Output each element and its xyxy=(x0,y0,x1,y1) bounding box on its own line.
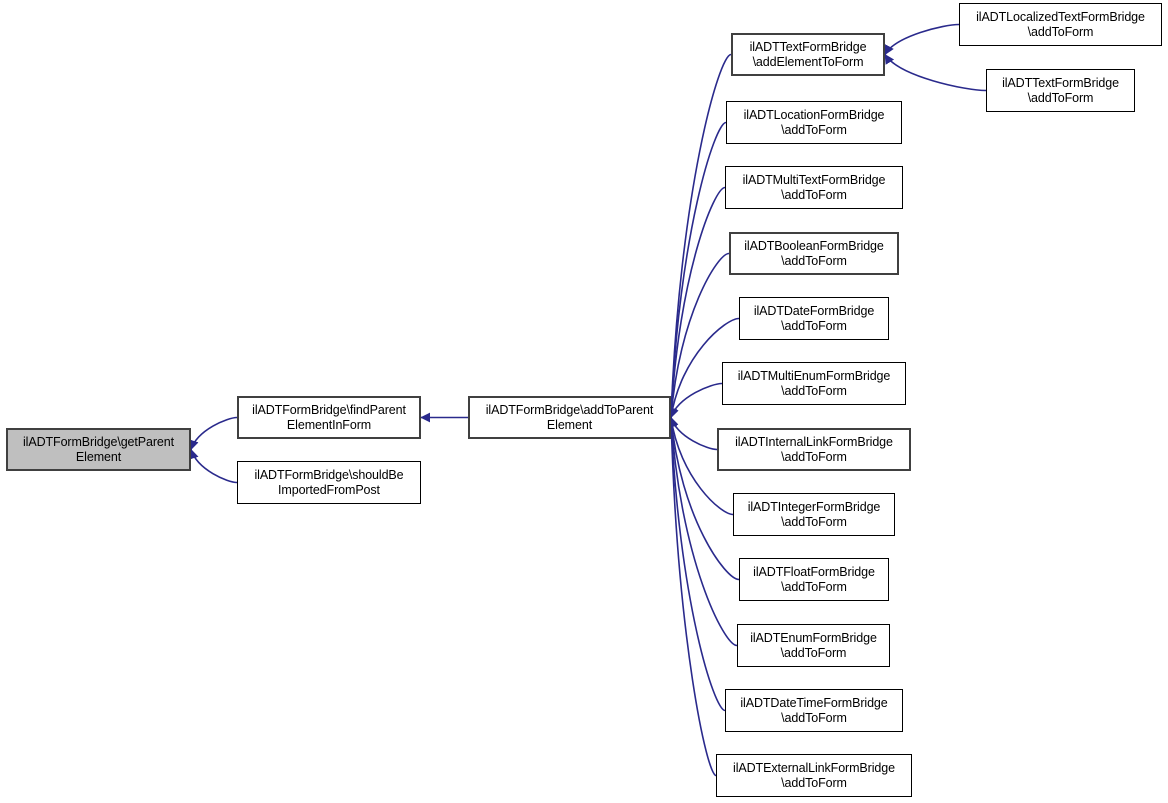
graph-node-boolean-add-to-form[interactable]: ilADTBooleanFormBridge \addToForm xyxy=(729,232,899,275)
graph-node-label: ilADTExternalLinkFormBridge \addToForm xyxy=(733,760,895,790)
graph-node-label: ilADTTextFormBridge \addElementToForm xyxy=(749,39,867,69)
graph-node-find-parent-element-in-form[interactable]: ilADTFormBridge\findParent ElementInForm xyxy=(237,396,421,439)
graph-node-label: ilADTMultiEnumFormBridge \addToForm xyxy=(737,368,891,398)
graph-node-label: ilADTLocationFormBridge \addToForm xyxy=(743,107,885,137)
graph-node-add-to-parent-element[interactable]: ilADTFormBridge\addToParent Element xyxy=(468,396,671,439)
edge-boolean-add-to-form-to-add-to-parent-element xyxy=(666,252,730,419)
graph-node-get-parent-element[interactable]: ilADTFormBridge\getParent Element xyxy=(6,428,191,471)
graph-node-label: ilADTFormBridge\shouldBe ImportedFromPos… xyxy=(254,467,404,497)
graph-node-float-add-to-form[interactable]: ilADTFloatFormBridge \addToForm xyxy=(739,558,889,601)
graph-node-label: ilADTFormBridge\getParent Element xyxy=(22,434,175,464)
graph-node-label: ilADTLocalizedTextFormBridge \addToForm xyxy=(976,9,1145,39)
edge-internallink-add-to-form-to-add-to-parent-element xyxy=(669,416,718,451)
edge-localizedtext-add-to-form-to-text-add-element-to-form xyxy=(884,23,960,56)
graph-node-label: ilADTDateTimeFormBridge \addToForm xyxy=(740,695,888,725)
graph-node-label: ilADTFormBridge\findParent ElementInForm xyxy=(252,402,406,432)
graph-node-text-add-element-to-form[interactable]: ilADTTextFormBridge \addElementToForm xyxy=(731,33,885,76)
graph-node-location-add-to-form[interactable]: ilADTLocationFormBridge \addToForm xyxy=(726,101,902,144)
graph-node-label: ilADTIntegerFormBridge \addToForm xyxy=(747,499,881,529)
edge-find-parent-element-in-form-to-get-parent-element xyxy=(189,416,238,451)
edge-multienum-add-to-form-to-add-to-parent-element xyxy=(669,382,723,419)
graph-node-externallink-add-to-form[interactable]: ilADTExternalLinkFormBridge \addToForm xyxy=(716,754,912,797)
graph-node-label: ilADTEnumFormBridge \addToForm xyxy=(750,630,877,660)
graph-node-localizedtext-add-to-form[interactable]: ilADTLocalizedTextFormBridge \addToForm xyxy=(959,3,1162,46)
graph-node-text-add-to-form[interactable]: ilADTTextFormBridge \addToForm xyxy=(986,69,1135,112)
graph-node-label: ilADTBooleanFormBridge \addToForm xyxy=(744,238,884,268)
graph-node-date-add-to-form[interactable]: ilADTDateFormBridge \addToForm xyxy=(739,297,889,340)
graph-node-label: ilADTInternalLinkFormBridge \addToForm xyxy=(735,434,893,464)
graph-node-label: ilADTTextFormBridge \addToForm xyxy=(1002,75,1119,105)
edge-should-be-imported-from-post-to-get-parent-element xyxy=(189,448,238,484)
graph-node-label: ilADTDateFormBridge \addToForm xyxy=(753,303,875,333)
graph-node-datetime-add-to-form[interactable]: ilADTDateTimeFormBridge \addToForm xyxy=(725,689,903,732)
graph-node-label: ilADTFormBridge\addToParent Element xyxy=(485,402,654,432)
graph-node-label: ilADTFloatFormBridge \addToForm xyxy=(753,564,875,594)
graph-node-enum-add-to-form[interactable]: ilADTEnumFormBridge \addToForm xyxy=(737,624,890,667)
graph-node-internallink-add-to-form[interactable]: ilADTInternalLinkFormBridge \addToForm xyxy=(717,428,911,471)
edge-text-add-to-form-to-text-add-element-to-form xyxy=(884,53,987,92)
edge-location-add-to-form-to-add-to-parent-element xyxy=(666,121,727,419)
edge-externallink-add-to-form-to-add-to-parent-element xyxy=(666,416,717,777)
graph-node-label: ilADTMultiTextFormBridge \addToForm xyxy=(742,172,886,202)
edge-multitext-add-to-form-to-add-to-parent-element xyxy=(666,186,726,419)
graph-node-integer-add-to-form[interactable]: ilADTIntegerFormBridge \addToForm xyxy=(733,493,895,536)
graph-node-multienum-add-to-form[interactable]: ilADTMultiEnumFormBridge \addToForm xyxy=(722,362,906,405)
graph-node-should-be-imported-from-post[interactable]: ilADTFormBridge\shouldBe ImportedFromPos… xyxy=(237,461,421,504)
graph-node-multitext-add-to-form[interactable]: ilADTMultiTextFormBridge \addToForm xyxy=(725,166,903,209)
